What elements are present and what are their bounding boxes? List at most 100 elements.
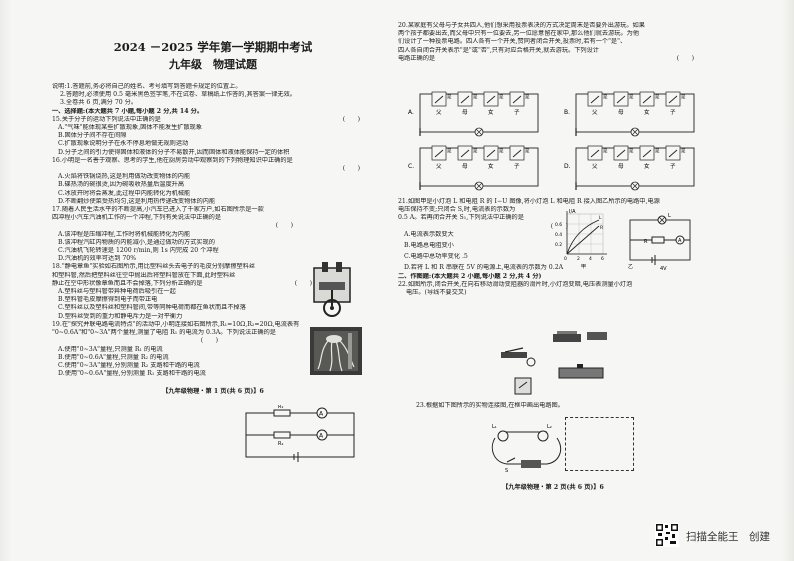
engine-stroke-figure — [313, 262, 351, 317]
page-footer: 【九年级物理・第 2 页(共 6 页)】6 — [502, 484, 604, 491]
option-line: C.电路中总功率变化 .5 — [404, 253, 468, 261]
svg-text:A: A — [319, 411, 324, 418]
question-text: 23.根据如下图所示的实物连接图,在框中画出电路图。 — [416, 402, 564, 409]
qr-code-icon — [655, 523, 679, 547]
answer-box[interactable] — [565, 417, 634, 471]
switch-label: 子 — [670, 109, 676, 116]
question-paren: ( ) — [342, 165, 360, 173]
svg-text:S: S — [505, 468, 508, 474]
lamp-label: L — [668, 213, 671, 219]
option-line: A."气味"能体现某些扩散现象,固体不能发生扩散现象 — [58, 124, 203, 132]
lamp-cross — [475, 182, 483, 190]
exam-page-2: 20.某家庭有父母与子女共四人,他们想采用投票表决的方式决定周末是否要外出游玩。… — [398, 22, 708, 63]
switch-label: 父 — [436, 109, 442, 116]
switch-top-label: 是 — [525, 148, 530, 154]
switch-top-label: 是 — [499, 94, 504, 100]
switch-label: 子 — [670, 163, 676, 170]
question-text: 电压。(导线不要交叉) — [406, 289, 467, 297]
resistor-label: R — [644, 239, 648, 245]
switch-label: 父 — [592, 109, 598, 116]
option-line: C.塑料丝以及塑料丝和塑料管间,带等同种电荷而都在鱼状而且不掉落 — [58, 304, 246, 312]
question-text: 四人各自闭合开关表示"是"或"否",只有对应合格开关,就去游玩。下列设计 — [398, 46, 599, 54]
switch-label: 母 — [462, 109, 468, 116]
option-line: B.电路总电阻变小 — [404, 242, 454, 250]
exam-subtitle: 九年级 物理试题 — [169, 58, 257, 71]
switch-top-label: 是 — [629, 148, 634, 154]
svg-text:A: A — [678, 238, 682, 244]
q21-block: 21.如图甲是小灯泡 L 和电阻 R 的 I−U 图像,将小灯泡 L 和电阻 R… — [398, 198, 708, 297]
q21-circuit: A 4V R L 乙 — [628, 213, 691, 270]
switch-top-label: 是 — [447, 148, 452, 154]
question-text: 两个孩子都要出去,而父母中只有一位要去,另一位愿意留在家中,那么他们就去游玩。为… — [398, 30, 640, 38]
svg-text:R₁: R₁ — [278, 405, 283, 410]
switch-blade — [434, 95, 444, 104]
question-stem: 15.关于分子的运动下列说法中正确的是( ) — [52, 115, 360, 123]
question-text: 22.如图所示,闭合开关,在向右移动滑动变阻器的滑片时,小灯泡变暗,电压表测量小… — [398, 280, 633, 288]
switch-blade — [616, 95, 626, 104]
option-line: D.若将 L 和 R 串联在 5V 的电源上,电流表的示数为 0.2A — [404, 264, 564, 272]
question-stem: 18."静电章鱼"实验如右图所示,用比塑料丝头去电子的毛皮分别摩擦塑料丝 — [52, 263, 256, 271]
switch-label: 女 — [488, 162, 494, 170]
option-line: A.火焰将铁锅烧热,这是利用做功改变物体的内能 — [58, 173, 191, 181]
switch-blade — [460, 95, 470, 104]
lamp-cross — [475, 128, 483, 136]
switch-blade — [642, 149, 652, 158]
notes-line: 2.答题时,必须使用 0.5 毫米黑色签字笔,不在试卷、草稿纸上作答的,其答案一… — [60, 91, 296, 99]
option-line: A.塑料丝与塑料管带异种电荷后吸引在一起 — [58, 288, 176, 296]
y-tick: 0.6 — [555, 222, 562, 228]
source-label: 4V — [660, 266, 667, 270]
question-stem: "0~0.6A"和"0~3A"两个量程,测量了电阻 R₁ 的电流为 0.3A。下… — [52, 329, 276, 337]
question-stem: 四冲程小汽车汽油机工作的一个冲程,下列有关说法中正确的是 — [52, 214, 222, 222]
switch-label: 母 — [618, 109, 624, 116]
y-tick: 0.4 — [555, 232, 562, 238]
switch-blade — [512, 95, 522, 104]
svg-text:A: A — [319, 433, 324, 440]
option-line: A.该冲程是压缩冲程,工作时将机械能转化为内能 — [58, 230, 191, 238]
option-line: C.汽油机飞轮转速是 1200 r/min,则 1s 内完成 20 个冲程 — [58, 247, 219, 255]
option-line: A.使用"0~3A"量程,只测量 R₁ 的电流 — [58, 345, 163, 353]
question-paren: ( ) — [275, 222, 293, 230]
curve-label: R — [600, 225, 603, 231]
question-text: 0.5 A。若再闭合开关 S₁,下列说法中正确的是 — [398, 214, 524, 222]
question-text: 们设计了一种投票电路。四人各有一个开关,赞同者闭合开关,投票时,若有一个"是"、 — [398, 38, 627, 46]
switch-blade — [642, 95, 652, 104]
q22-apparatus — [501, 331, 607, 395]
exam-title: 2024 －2025 学年第一学期期中考试 — [113, 40, 313, 54]
switch-top-label: 是 — [525, 94, 530, 100]
scanner-watermark: 扫描全能王 创建 — [686, 531, 770, 543]
graph-ylabel: I/A — [569, 209, 576, 215]
option-label: A. — [408, 109, 414, 116]
switch-label: 母 — [618, 163, 624, 170]
switch-blade — [512, 149, 522, 158]
switch-label: 母 — [462, 163, 468, 170]
switch-label: 父 — [592, 163, 598, 170]
svg-text:L₁: L₁ — [492, 424, 497, 430]
switch-label: 女 — [644, 108, 650, 116]
option-label: B. — [564, 109, 570, 116]
option-line: B.固体分子间不存在间隙 — [58, 132, 127, 140]
option-line: D.不断翻炒使菜受热均匀,这是利用热传递改变物体的内能 — [58, 197, 216, 205]
switch-top-label: 是 — [681, 148, 686, 154]
option-line: D.塑料丝受到的重力和静电斥力是一对平衡力 — [58, 312, 183, 320]
option-line: B.碟热汤的碗很烫,因为碗吸收热量后温度升高 — [58, 181, 185, 189]
x-tick: 4 — [589, 256, 592, 262]
static-octopus-photo — [310, 327, 362, 375]
q23-physical-circuit: L₁ L₂ S — [491, 424, 562, 474]
switch-label: 女 — [488, 108, 494, 116]
q23-block: 23.根据如下图所示的实物连接图,在框中画出电路图。 — [416, 402, 676, 410]
question-stem: 16.小明是一名善于观察、思考的学生,他在厨房劳动中观察到的下列物理知识中正确的… — [52, 156, 293, 164]
switch-blade — [616, 149, 626, 158]
page-2-footer-wrap: 【九年级物理・第 2 页(共 6 页)】6 — [398, 480, 708, 492]
svg-text:R₂: R₂ — [278, 441, 283, 447]
option-line: B.使用"0~0.6A"量程,只测量 R₂ 的电流 — [58, 353, 169, 361]
y-tick: 0.2 — [555, 242, 562, 248]
option-label: C. — [408, 163, 414, 170]
x-tick: 0 — [564, 256, 567, 262]
switch-blade — [486, 95, 496, 104]
curve-label: L — [599, 215, 602, 221]
lamp-cross — [631, 128, 639, 136]
question-text: 电压保持不变;只闭合 S,时,电流表的示数为 — [398, 206, 516, 214]
